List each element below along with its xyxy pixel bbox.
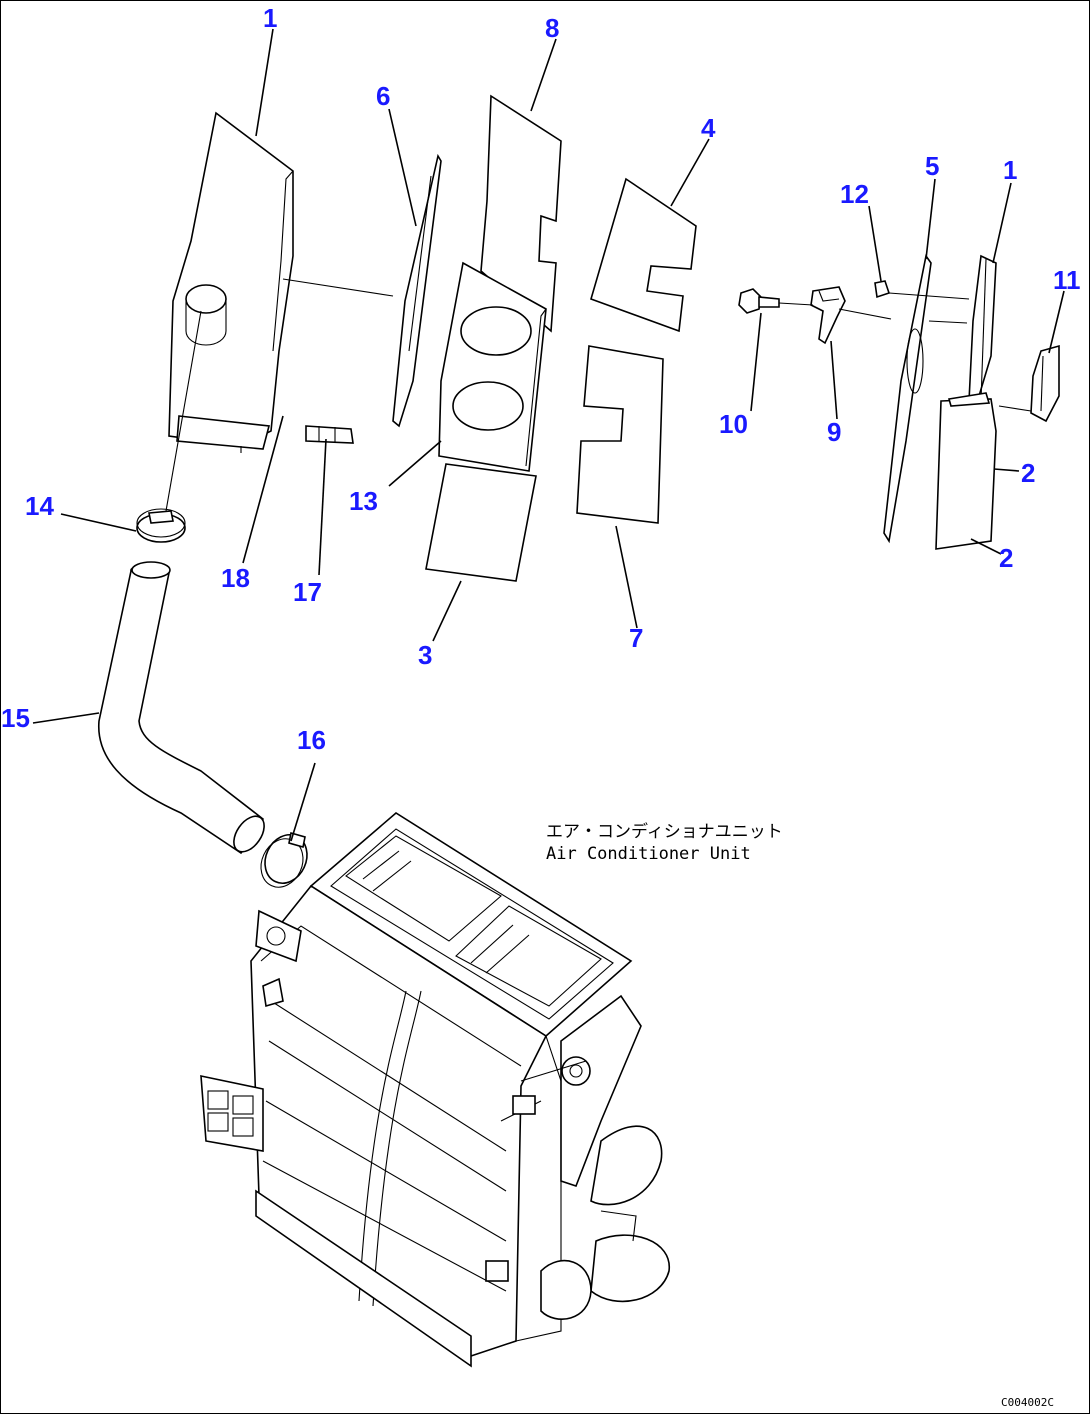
part-panel-3 bbox=[425, 463, 537, 582]
part-duct-cover-right-1 bbox=[968, 254, 997, 408]
part-screw-10 bbox=[738, 288, 780, 314]
part-clip-12 bbox=[874, 280, 891, 299]
part-duct-cover-left bbox=[168, 111, 294, 453]
part-seal-8 bbox=[480, 94, 562, 333]
callout-8: 8 bbox=[545, 13, 559, 43]
callout-17: 17 bbox=[293, 577, 322, 607]
callout-12: 12 bbox=[840, 179, 869, 209]
part-hose-15 bbox=[98, 561, 265, 855]
callout-2-lower: 2 bbox=[999, 543, 1013, 573]
part-gasket-5 bbox=[883, 254, 932, 544]
part-bracket-9 bbox=[810, 286, 846, 345]
callout-1-right: 1 bbox=[1003, 155, 1017, 185]
callout-1-left: 1 bbox=[263, 3, 277, 33]
part-hose-clamp-16 bbox=[260, 831, 308, 888]
part-cover-2 bbox=[935, 392, 997, 550]
callout-16: 16 bbox=[297, 725, 326, 755]
callout-18: 18 bbox=[221, 563, 250, 593]
part-gasket-6 bbox=[392, 153, 442, 428]
unit-label-english: Air Conditioner Unit bbox=[546, 844, 751, 864]
part-insulation-4 bbox=[590, 177, 697, 333]
callout-15: 15 bbox=[1, 703, 30, 733]
leader-lines bbox=[32, 28, 1065, 842]
callout-5: 5 bbox=[925, 151, 939, 181]
callout-2-upper: 2 bbox=[1021, 458, 1035, 488]
drawing-code: C004002C bbox=[1001, 1396, 1054, 1409]
unit-label-japanese: エア・コンディショナユニット bbox=[546, 821, 783, 842]
callout-4: 4 bbox=[701, 113, 716, 143]
part-insulation-7 bbox=[576, 345, 664, 524]
callout-10: 10 bbox=[719, 409, 748, 439]
callout-3: 3 bbox=[418, 640, 432, 670]
air-conditioner-unit bbox=[200, 812, 670, 1368]
assembly-lines bbox=[165, 278, 1032, 512]
part-hose-clamp-14 bbox=[136, 508, 186, 543]
part-clip-17 bbox=[305, 425, 354, 444]
callout-labels: 1 6 8 4 12 5 1 11 10 9 2 2 13 14 18 17 3… bbox=[1, 3, 1081, 755]
callout-7: 7 bbox=[629, 623, 643, 653]
callout-6: 6 bbox=[376, 81, 390, 111]
part-duct-housing-13 bbox=[438, 261, 547, 472]
part-cap-11 bbox=[1030, 344, 1060, 423]
callout-14: 14 bbox=[25, 491, 54, 521]
callout-11: 11 bbox=[1053, 265, 1081, 295]
callout-13: 13 bbox=[349, 486, 378, 516]
callout-9: 9 bbox=[827, 417, 841, 447]
